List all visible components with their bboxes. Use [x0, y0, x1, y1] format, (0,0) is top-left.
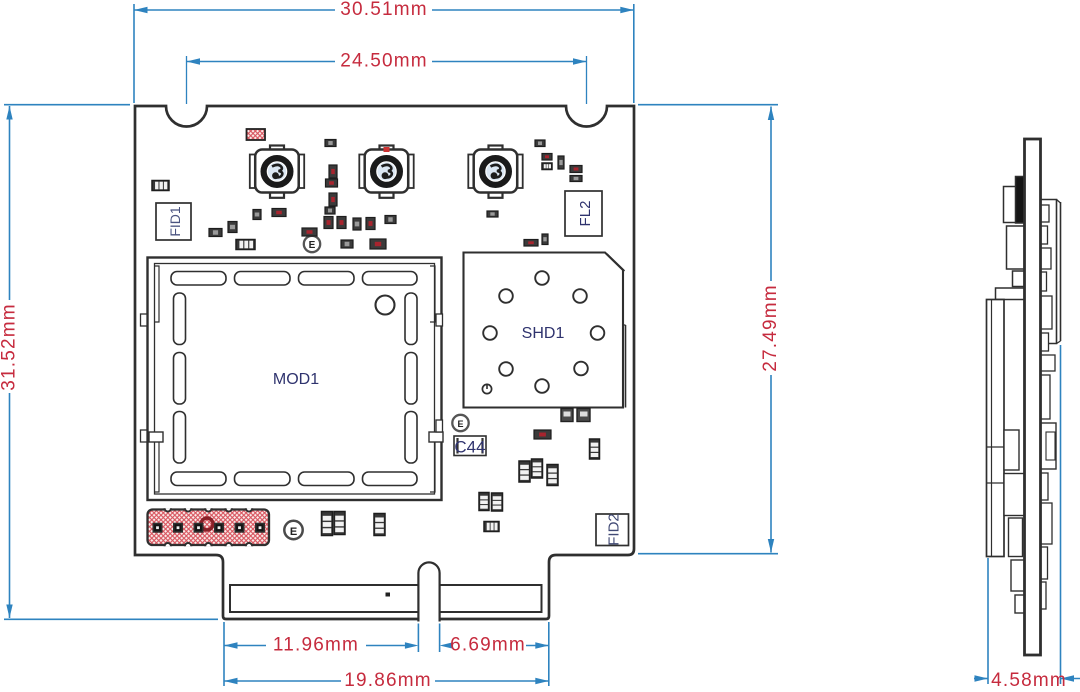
svg-text:6.69mm: 6.69mm: [450, 634, 526, 655]
svg-text:FL2: FL2: [577, 201, 594, 227]
svg-text:24.50mm: 24.50mm: [340, 50, 428, 71]
svg-text:30.51mm: 30.51mm: [340, 0, 428, 20]
svg-text:31.52mm: 31.52mm: [0, 303, 19, 391]
svg-text:27.49mm: 27.49mm: [760, 284, 781, 372]
svg-text:C44: C44: [454, 438, 485, 457]
svg-text:19.86mm: 19.86mm: [344, 670, 432, 691]
svg-text:FID1: FID1: [167, 206, 183, 237]
svg-text:E: E: [457, 419, 463, 429]
svg-text:SHD1: SHD1: [522, 325, 565, 342]
svg-text:MOD1: MOD1: [273, 371, 319, 388]
svg-text:E: E: [309, 240, 316, 251]
svg-text:11.96mm: 11.96mm: [273, 634, 359, 655]
svg-text:E: E: [290, 526, 297, 538]
svg-text:FID2: FID2: [606, 513, 623, 546]
svg-text:4.58mm: 4.58mm: [991, 670, 1067, 691]
